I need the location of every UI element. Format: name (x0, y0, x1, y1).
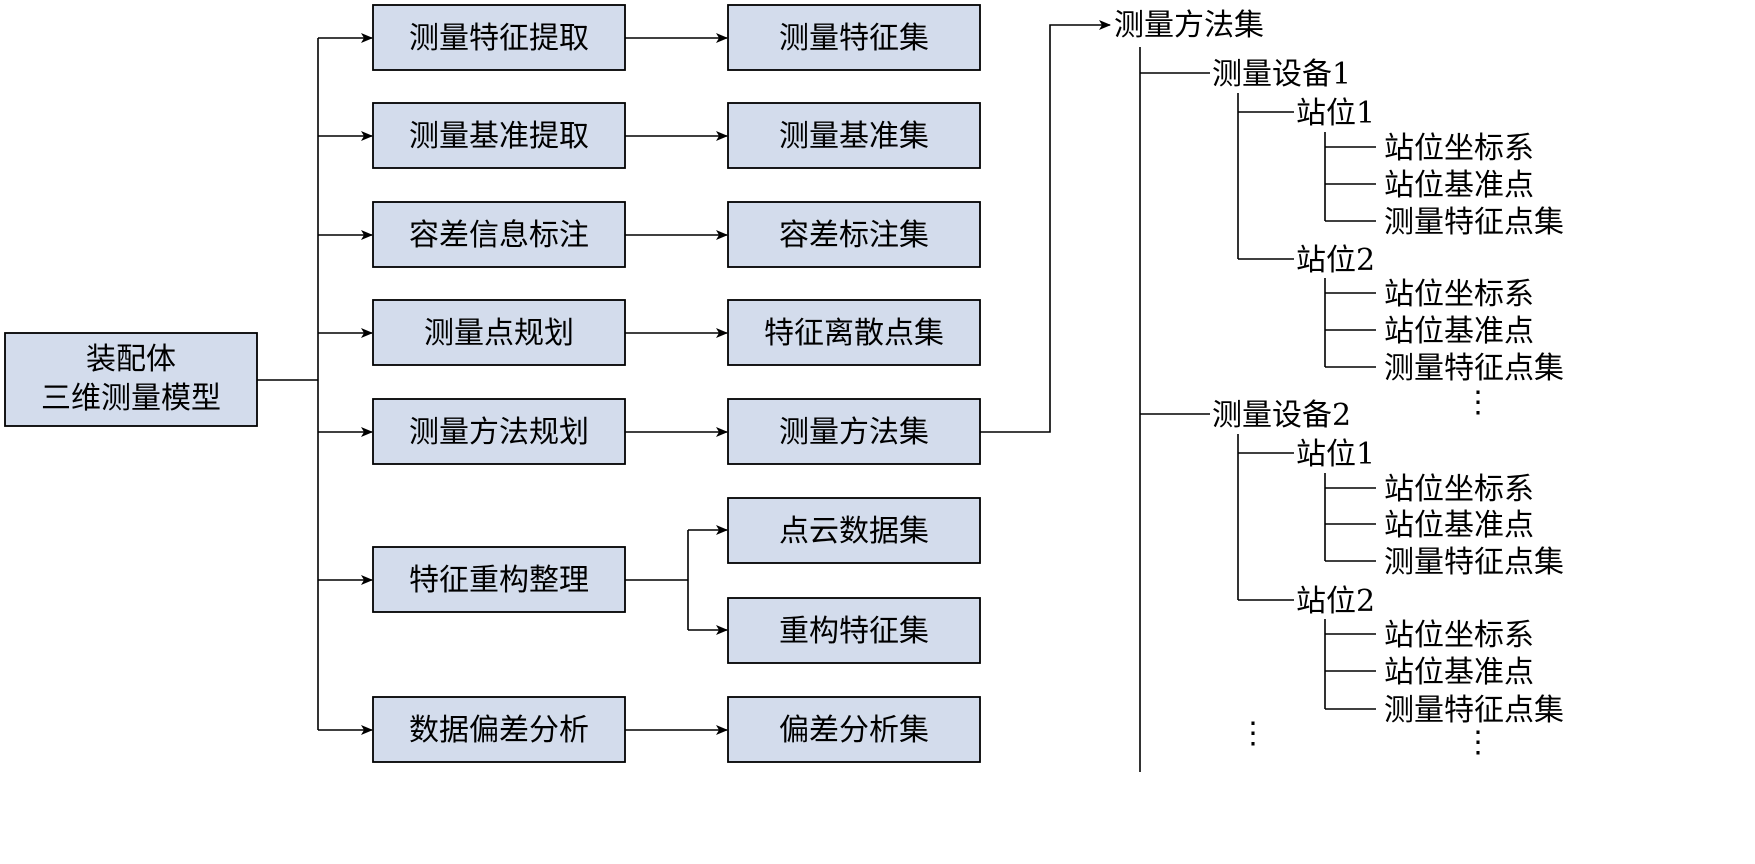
output-label: 点云数据集 (779, 514, 929, 549)
output-node: 点云数据集 (727, 497, 981, 564)
output-label: 容差标注集 (779, 218, 929, 253)
item-connectors (1324, 132, 1376, 222)
station-label: 站位2 (1296, 584, 1375, 619)
item-label: 测量特征点集 (1384, 545, 1564, 580)
item-label: 测量特征点集 (1384, 351, 1564, 386)
output-label: 特征离散点集 (764, 316, 944, 351)
ellipsis: ⋮ (1463, 725, 1493, 760)
process-label: 数据偏差分析 (409, 713, 589, 748)
item-connectors (1324, 473, 1376, 562)
root-label-line2: 三维测量模型 (41, 381, 221, 416)
output-label: 测量特征集 (779, 21, 929, 56)
item-label: 站位基准点 (1384, 168, 1534, 203)
item-label: 站位基准点 (1384, 508, 1534, 543)
process-node: 测量基准提取 (372, 102, 626, 169)
process-node: 测量方法规划 (372, 398, 626, 465)
output-node: 特征离散点集 (727, 299, 981, 366)
item-label: 站位基准点 (1384, 314, 1534, 349)
process-label: 测量方法规划 (409, 415, 589, 450)
output-label: 测量方法集 (779, 415, 929, 450)
process-label: 测量基准提取 (409, 119, 589, 154)
device-label: 测量设备2 (1212, 398, 1351, 433)
output-label: 重构特征集 (779, 614, 929, 649)
output-label: 测量基准集 (779, 119, 929, 154)
ellipsis: ⋮ (1238, 716, 1268, 751)
output-node: 偏差分析集 (727, 696, 981, 763)
output-node: 测量方法集 (727, 398, 981, 465)
item-label: 站位坐标系 (1384, 277, 1534, 312)
station-label: 站位1 (1296, 96, 1375, 131)
process-node: 特征重构整理 (372, 546, 626, 613)
split-connector (625, 530, 689, 630)
process-node: 容差信息标注 (372, 201, 626, 268)
item-label: 站位基准点 (1384, 655, 1534, 690)
process-node: 测量特征提取 (372, 4, 626, 71)
process-label: 容差信息标注 (409, 218, 589, 253)
process-label: 测量点规划 (424, 316, 574, 351)
item-connectors (1324, 278, 1376, 368)
root-node: 装配体 三维测量模型 (4, 332, 258, 427)
output-label: 偏差分析集 (779, 713, 929, 748)
station-label: 站位2 (1296, 243, 1375, 278)
tree-title: 测量方法集 (1114, 8, 1264, 43)
item-connectors (1324, 619, 1376, 710)
ellipsis: ⋮ (1463, 385, 1493, 420)
item-label: 站位坐标系 (1384, 131, 1534, 166)
process-node: 数据偏差分析 (372, 696, 626, 763)
item-label: 测量特征点集 (1384, 205, 1564, 240)
item-label: 站位坐标系 (1384, 618, 1534, 653)
process-label: 测量特征提取 (409, 21, 589, 56)
device-label: 测量设备1 (1212, 57, 1351, 92)
station-label: 站位1 (1296, 437, 1375, 472)
root-label-line1: 装配体 (86, 342, 176, 377)
item-label: 站位坐标系 (1384, 472, 1534, 507)
process-label: 特征重构整理 (409, 563, 589, 598)
output-node: 重构特征集 (727, 597, 981, 664)
output-node: 测量基准集 (727, 102, 981, 169)
item-label: 测量特征点集 (1384, 693, 1564, 728)
output-node: 容差标注集 (727, 201, 981, 268)
process-node: 测量点规划 (372, 299, 626, 366)
tree-link-arrow (980, 20, 1111, 433)
output-node: 测量特征集 (727, 4, 981, 71)
